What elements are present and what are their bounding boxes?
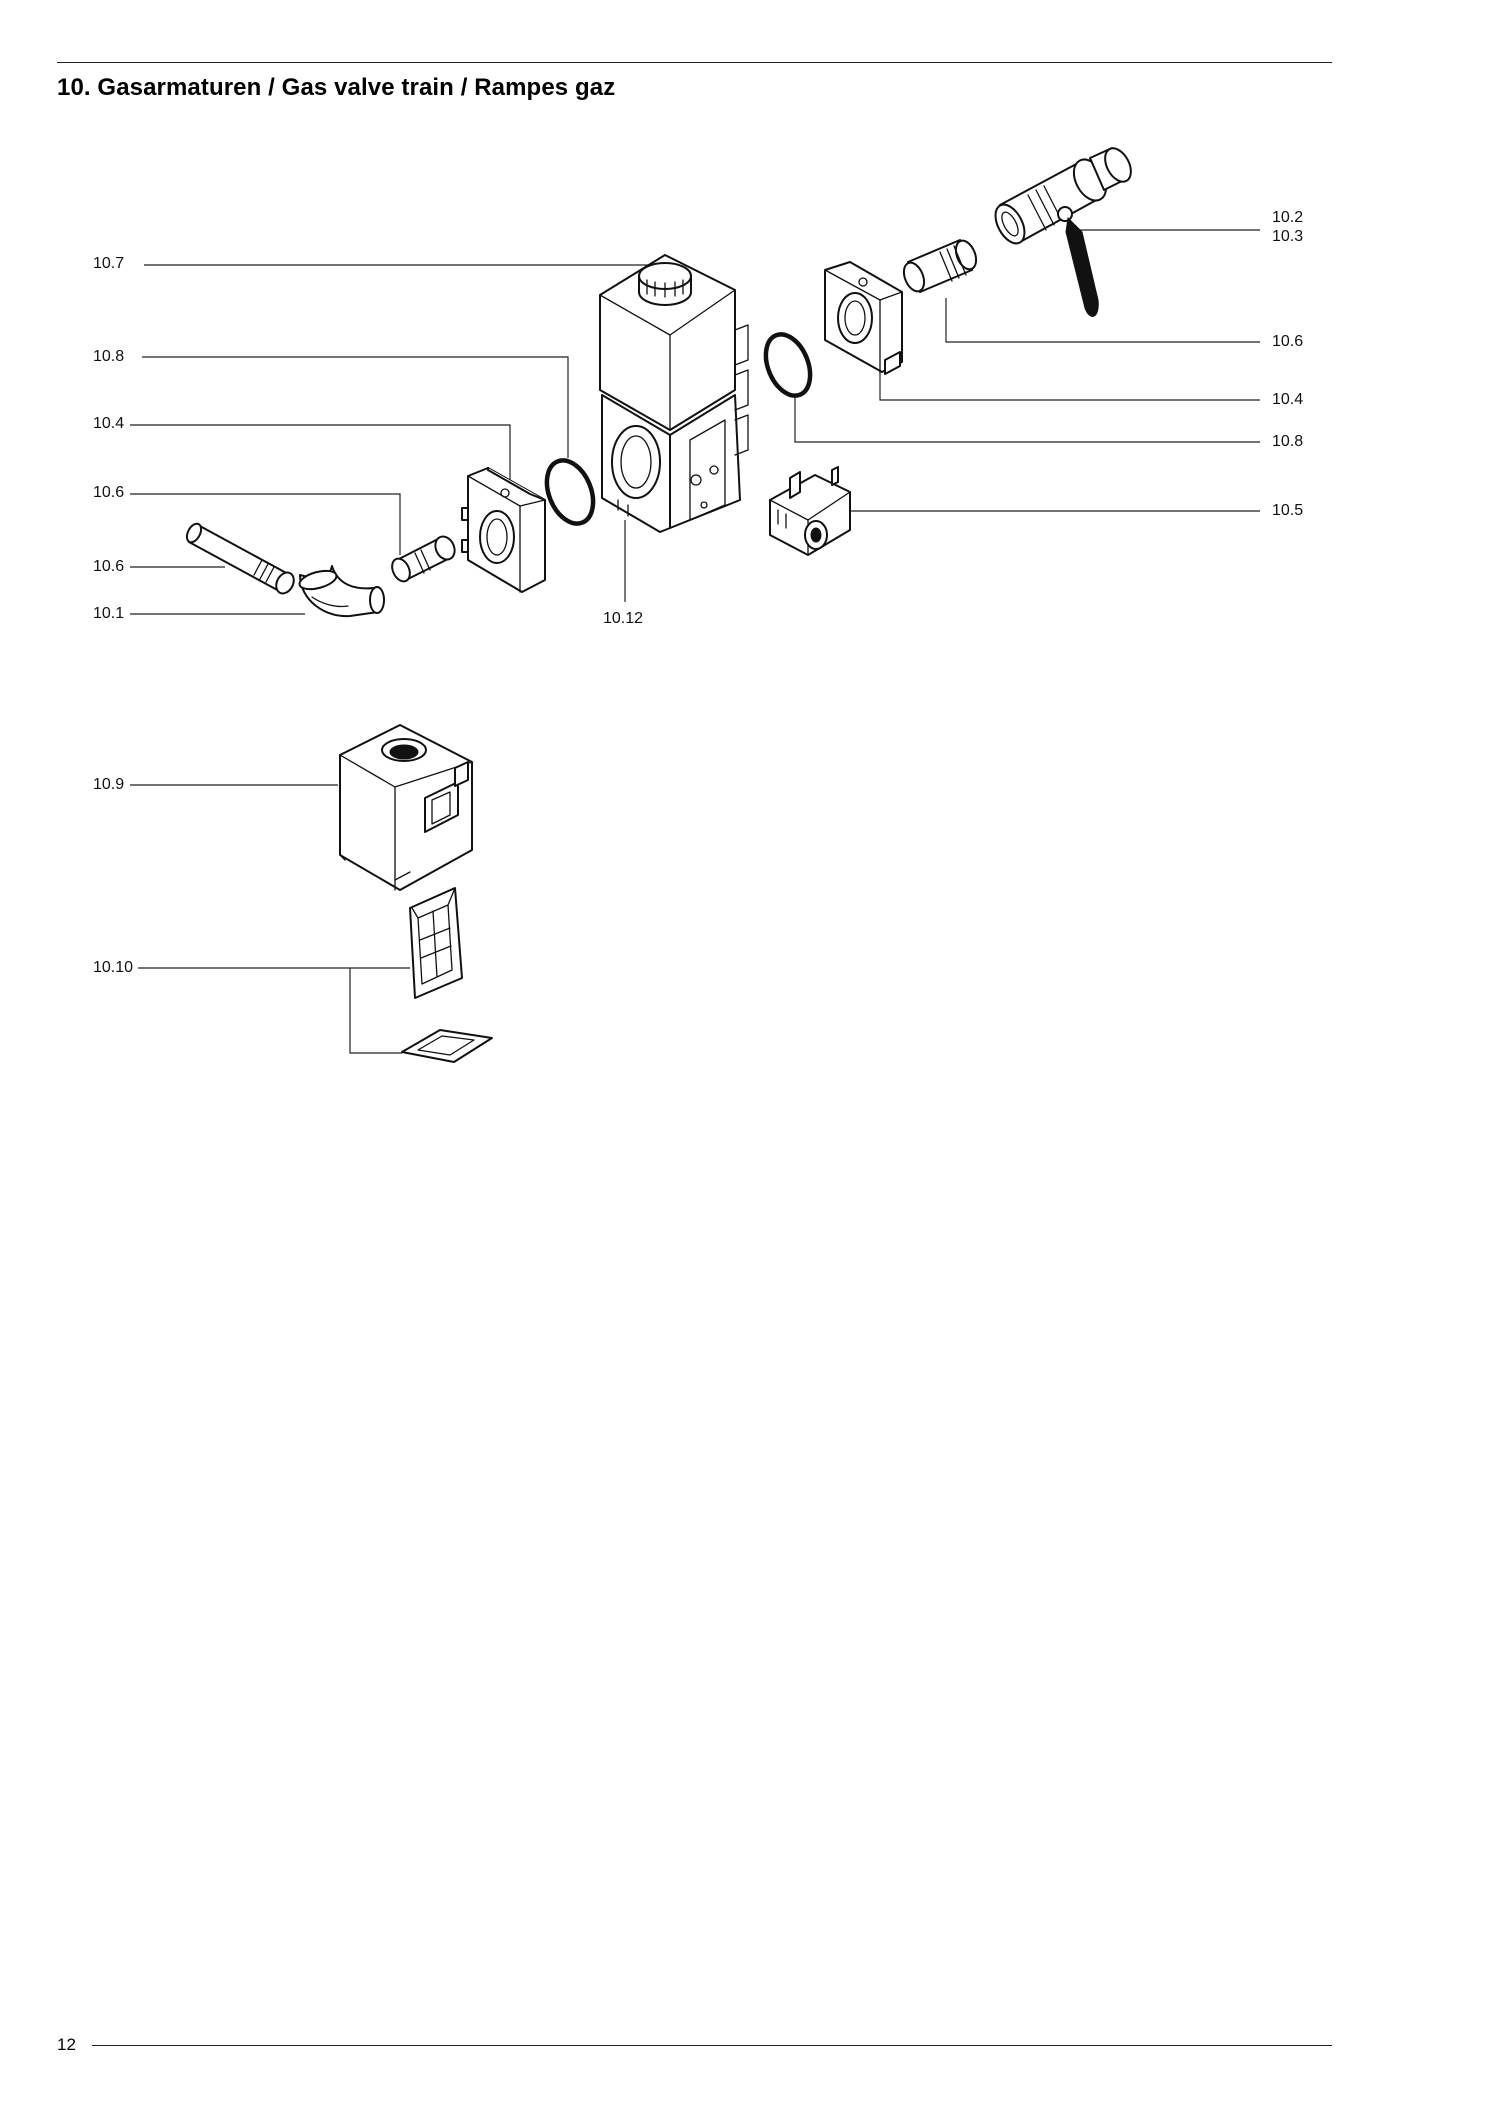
short-pipe-nipple-right <box>902 239 978 293</box>
solenoid-coil <box>339 724 473 891</box>
long-pipe-nipple <box>185 522 295 595</box>
label-10-4-right: 10.4 <box>1272 391 1303 408</box>
filter-gasket <box>401 1029 493 1063</box>
o-ring-right <box>763 332 813 398</box>
label-10-6-right: 10.6 <box>1272 333 1303 350</box>
gas-valve-body <box>599 254 749 533</box>
label-10-2: 10.2 <box>1272 209 1303 226</box>
part-labels: 10.7 10.8 10.4 10.6 10.6 10.1 10.12 10.2… <box>93 209 1303 976</box>
leader-10-6-right <box>945 298 1260 343</box>
top-rule <box>57 62 1332 63</box>
leader-10-4-right <box>879 372 1260 401</box>
page-title: 10. Gasarmaturen / Gas valve train / Ram… <box>57 74 616 101</box>
leader-lines <box>130 229 1260 1054</box>
pressure-switch <box>769 466 851 556</box>
flange-right <box>824 261 903 375</box>
pipe-elbow <box>298 565 385 618</box>
label-10-6-upper-left: 10.6 <box>93 484 124 501</box>
leader-10-8-right <box>794 395 1260 443</box>
label-10-8-left: 10.8 <box>93 348 124 365</box>
leader-10-10-bracket <box>349 968 402 1054</box>
leader-10-8-left <box>142 356 569 458</box>
label-10-6-lower-left: 10.6 <box>93 558 124 575</box>
label-10-7: 10.7 <box>93 255 124 272</box>
o-ring-left <box>544 458 596 526</box>
label-10-1: 10.1 <box>93 605 124 622</box>
label-10-10: 10.10 <box>93 959 133 976</box>
label-10-5: 10.5 <box>1272 502 1303 519</box>
flange-left <box>461 467 546 593</box>
leader-10-6-upper-left <box>130 493 401 555</box>
label-10-8-right: 10.8 <box>1272 433 1303 450</box>
short-pipe-nipple-left <box>391 535 456 583</box>
label-10-4-left: 10.4 <box>93 415 124 432</box>
label-10-3: 10.3 <box>1272 228 1303 245</box>
label-10-9: 10.9 <box>93 776 124 793</box>
ball-valve <box>994 147 1132 317</box>
page-number: 12 <box>57 2035 76 2054</box>
leader-10-4-left <box>130 424 511 488</box>
filter-element <box>409 887 463 999</box>
label-10-12: 10.12 <box>603 610 643 627</box>
bottom-rule <box>92 2045 1332 2046</box>
